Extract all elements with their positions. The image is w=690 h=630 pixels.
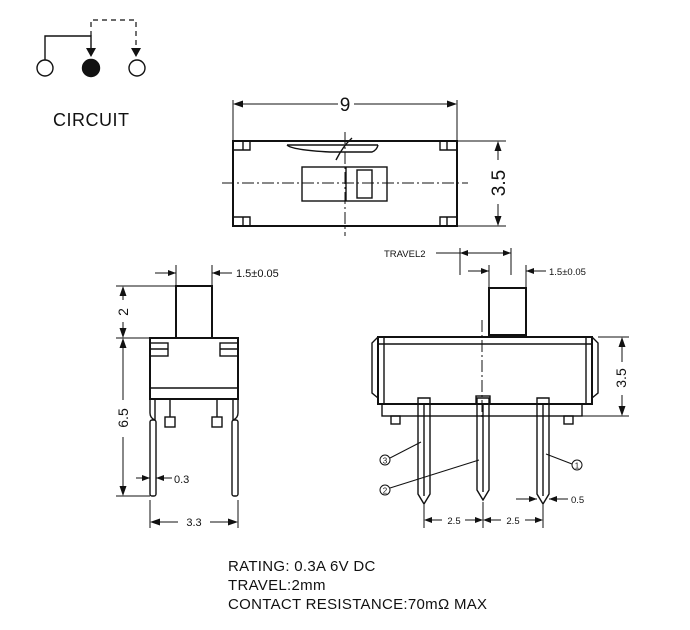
front-pin-label-3: 3 <box>383 457 388 466</box>
front-pin-pitch-right-dim: 2.5 <box>506 516 519 527</box>
spec-rating: RATING: 0.3A 6V DC <box>228 558 376 575</box>
circuit-diagram: CIRCUIT <box>36 19 146 130</box>
circuit-label: CIRCUIT <box>53 110 130 130</box>
side-actuator-height-dim: 2 <box>115 308 131 316</box>
circuit-terminal-right <box>128 59 146 77</box>
front-pin-width-dim: 0.5 <box>571 495 584 506</box>
front-view: TRAVEL2 1.5±0.05 <box>371 248 629 528</box>
side-pin-span-dim: 3.3 <box>186 517 201 529</box>
front-pin-label-2: 2 <box>383 487 388 496</box>
side-actuator-width-dim: 1.5±0.05 <box>236 268 279 280</box>
top-width-dim: 9 <box>340 95 351 116</box>
side-body-height-dim: 6.5 <box>115 408 131 428</box>
side-pin-thickness-dim: 0.3 <box>174 474 189 486</box>
front-pin-label-1: 1 <box>575 462 580 471</box>
spec-block: RATING: 0.3A 6V DC TRAVEL:2mm CONTACT RE… <box>228 557 487 614</box>
top-height-dim: 3.5 <box>489 170 510 196</box>
circuit-terminal-common <box>81 58 101 78</box>
spec-contact-resistance: CONTACT RESISTANCE:70mΩ MAX <box>228 596 488 613</box>
front-travel-label: TRAVEL2 <box>384 249 426 260</box>
front-body-height-dim: 3.5 <box>613 368 629 388</box>
top-view: 9 3.5 <box>222 95 510 236</box>
circuit-terminal-left <box>36 59 54 77</box>
front-pin-pitch-left-dim: 2.5 <box>447 516 460 527</box>
spec-travel: TRAVEL:2mm <box>228 577 326 594</box>
front-actuator-width-dim: 1.5±0.05 <box>549 267 586 278</box>
side-view: 1.5±0.05 2 6.5 <box>115 265 279 529</box>
